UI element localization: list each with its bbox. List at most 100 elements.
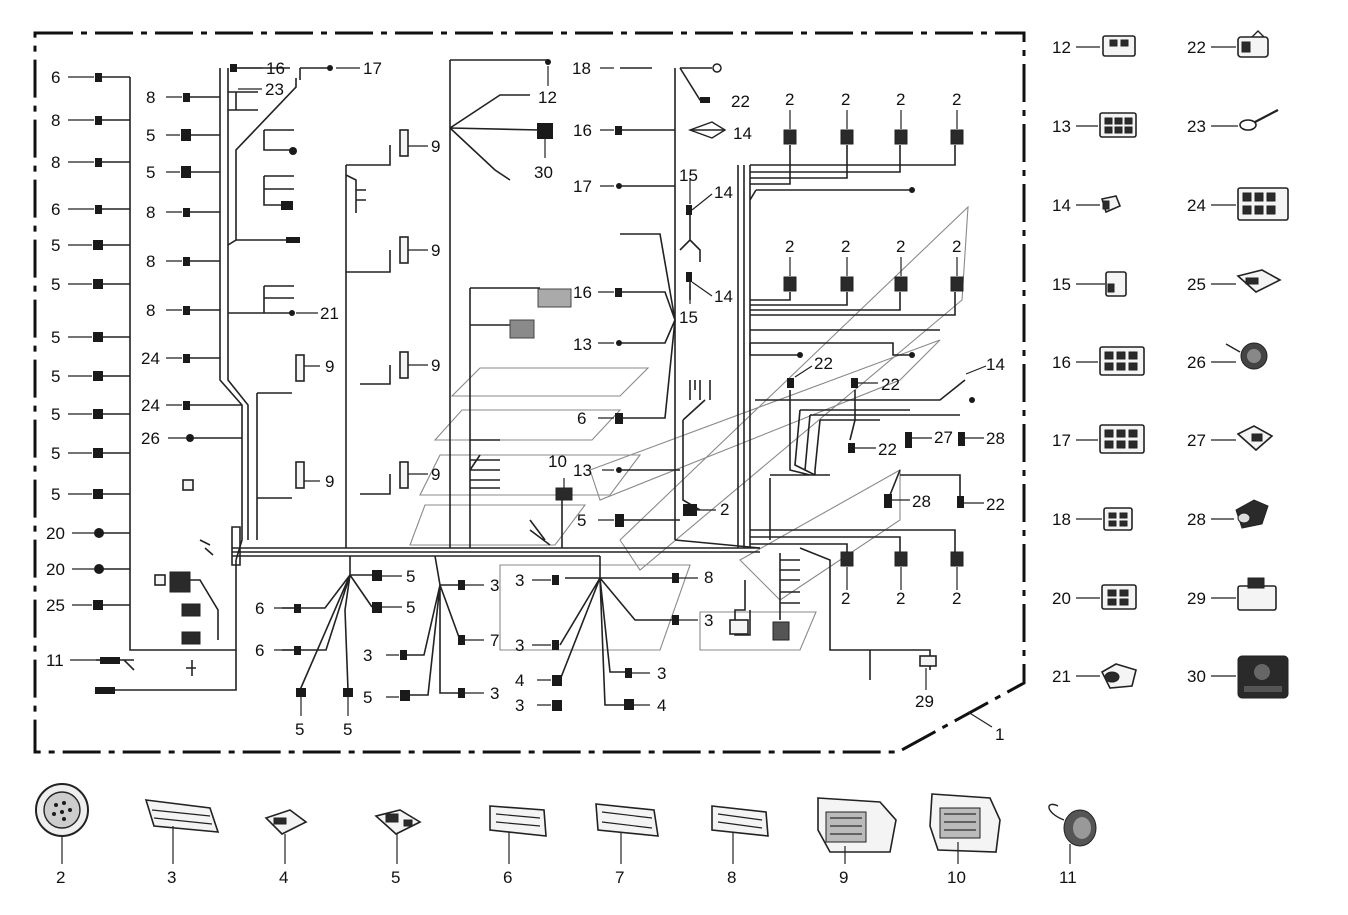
callout-label: 11 <box>46 651 64 670</box>
callout-label: 4 <box>515 671 524 690</box>
circular-multipin-connector-icon <box>35 783 89 837</box>
legend-number: 25 <box>1187 275 1206 294</box>
callout-label: 16 <box>266 59 285 78</box>
connector-12pin-icon <box>1237 187 1289 221</box>
callout-label: 8 <box>704 568 713 587</box>
callout-label: 10 <box>548 452 567 471</box>
callout-label: 3 <box>657 664 666 683</box>
callout-label: 17 <box>573 177 592 196</box>
legend-number: 29 <box>1187 589 1206 608</box>
callout-label: 28 <box>986 429 1005 448</box>
legend-number: 14 <box>1052 196 1071 215</box>
small-connector-icon <box>264 809 308 835</box>
connector-4pin-icon <box>1102 35 1136 57</box>
callout-label: 7 <box>490 631 499 650</box>
legend-number: 8 <box>727 868 736 887</box>
callout-label: 3 <box>704 611 713 630</box>
connector-4pin-icon <box>1103 507 1133 531</box>
legend-number: 3 <box>167 868 176 887</box>
callout-label: 22 <box>986 495 1005 514</box>
wiring-callouts: 6 8 8 6 5 5 5 5 5 5 5 20 20 25 11 16 17 … <box>46 59 1005 739</box>
callout-label: 5 <box>577 511 586 530</box>
callout-label: 15 <box>679 308 698 327</box>
callout-label: 5 <box>406 567 415 586</box>
callout-label: 2 <box>896 237 905 256</box>
sealed-plug-icon <box>1100 663 1137 689</box>
sealed-2pin-icon <box>1236 425 1274 452</box>
harness-perspective-outlines <box>409 205 969 651</box>
legend-number: 11 <box>1059 868 1077 887</box>
callout-label: 2 <box>952 589 961 608</box>
callout-label: 13 <box>573 335 592 354</box>
connector-8pin-icon <box>1099 346 1145 376</box>
ecu-socket-icon <box>929 793 1001 853</box>
legend-number: 28 <box>1187 510 1206 529</box>
legend-number: 15 <box>1052 275 1071 294</box>
callout-label: 23 <box>265 80 284 99</box>
callout-label: 5 <box>146 163 155 182</box>
callout-label: 18 <box>572 59 591 78</box>
callout-label: 22 <box>878 440 897 459</box>
callout-label: 8 <box>146 252 155 271</box>
callout-label: 5 <box>406 598 415 617</box>
callout-label: 28 <box>912 492 931 511</box>
legend-number: 27 <box>1187 431 1206 450</box>
parts-legend-right: 12 13 14 15 16 17 18 20 21 22 23 <box>1052 30 1289 699</box>
callout-label: 24 <box>141 396 160 415</box>
legend-number: 7 <box>615 868 624 887</box>
callout-label: 13 <box>573 461 592 480</box>
callout-label: 2 <box>952 90 961 109</box>
callout-label: 2 <box>785 237 794 256</box>
dual-row-connector-icon <box>144 799 220 833</box>
legend-number: 6 <box>503 868 512 887</box>
legend-number: 5 <box>391 868 400 887</box>
callout-label: 16 <box>573 121 592 140</box>
callout-label: 9 <box>325 472 334 491</box>
callout-label: 20 <box>46 560 65 579</box>
legend-number: 2 <box>56 868 65 887</box>
parts-legend-bottom: 2 3 4 5 6 7 8 9 10 11 <box>35 783 1097 887</box>
callout-label: 27 <box>934 428 953 447</box>
callout-label: 8 <box>51 111 60 130</box>
round-diagnostic-plug-icon <box>1048 803 1097 847</box>
angled-sealed-plug-icon <box>1235 499 1269 529</box>
legend-number: 21 <box>1052 667 1071 686</box>
callout-label: 3 <box>490 684 499 703</box>
legend-number: 18 <box>1052 510 1071 529</box>
callout-label: 2 <box>720 500 729 519</box>
callout-label: 2 <box>785 90 794 109</box>
round-plug-icon <box>1225 342 1268 370</box>
flat-connector-icon <box>1236 269 1282 293</box>
dual-row-connector-icon <box>489 805 547 837</box>
callout-label: 6 <box>51 200 60 219</box>
harness-connectors <box>93 59 975 711</box>
callout-label: 6 <box>255 599 264 618</box>
callout-label: 22 <box>881 375 900 394</box>
callout-label: 5 <box>343 720 352 739</box>
latch-plug-icon <box>1237 30 1269 58</box>
callout-label: 6 <box>51 68 60 87</box>
callout-label: 25 <box>46 596 65 615</box>
assembly-label: 1 <box>995 725 1004 744</box>
callout-label: 12 <box>538 88 557 107</box>
dual-row-connector-icon <box>711 805 769 837</box>
callout-label: 16 <box>573 283 592 302</box>
callout-label: 9 <box>431 356 440 375</box>
ring-terminal-icon <box>1239 109 1279 131</box>
callout-label: 8 <box>146 88 155 107</box>
connector-6pin-icon <box>1099 112 1137 138</box>
legend-number: 4 <box>279 868 288 887</box>
legend-number: 26 <box>1187 353 1206 372</box>
callout-label: 14 <box>714 287 733 306</box>
callout-label: 5 <box>51 405 60 424</box>
callout-label: 5 <box>51 236 60 255</box>
callout-label: 5 <box>295 720 304 739</box>
callout-label: 2 <box>841 589 850 608</box>
callout-label: 5 <box>51 275 60 294</box>
legend-number: 13 <box>1052 117 1071 136</box>
latch-connector-icon <box>374 809 422 835</box>
callout-label: 9 <box>325 357 334 376</box>
legend-number: 20 <box>1052 589 1071 608</box>
callout-label: 6 <box>255 641 264 660</box>
callout-label: 30 <box>534 163 553 182</box>
